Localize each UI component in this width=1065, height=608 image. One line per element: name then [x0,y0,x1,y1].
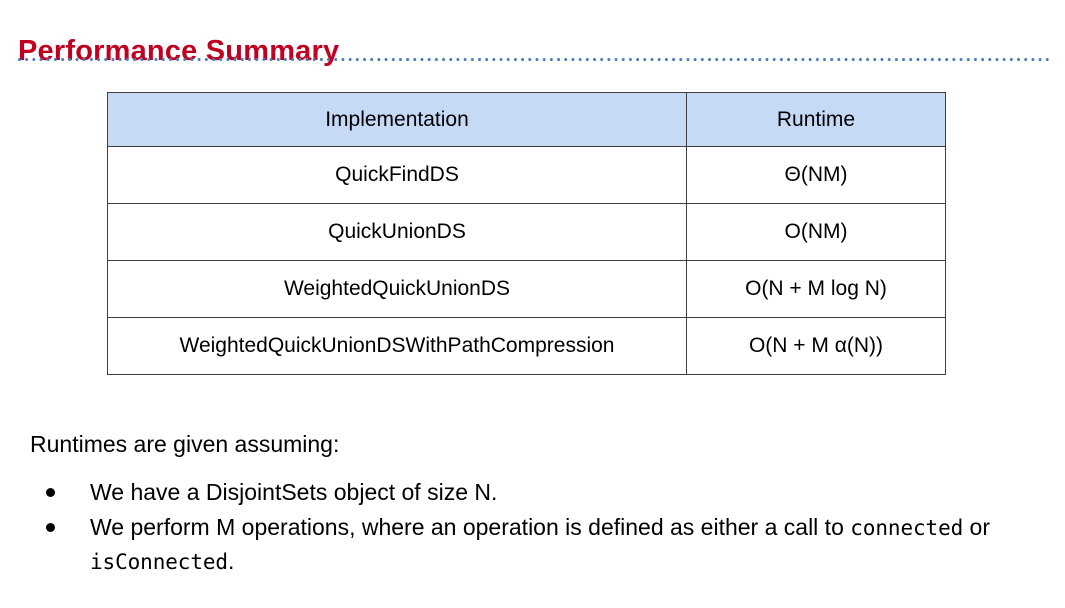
notes-bullet-list: We have a DisjointSets object of size N.… [30,476,1050,579]
list-item: We perform M operations, where an operat… [30,511,1050,579]
cell-implementation: WeightedQuickUnionDS [107,260,687,318]
column-header-runtime: Runtime [686,92,946,147]
notes-lead-text: Runtimes are given assuming: [30,431,340,457]
cell-implementation: QuickFindDS [107,146,687,204]
cell-implementation: QuickUnionDS [107,203,687,261]
column-header-implementation: Implementation [107,92,687,147]
list-item-text: We have a DisjointSets object of size N. [90,479,498,505]
cell-runtime: O(NM) [686,203,946,261]
notes-block: Runtimes are given assuming: We have a D… [30,428,1050,581]
table-header: Implementation Runtime [107,92,946,147]
title-divider [18,58,1052,61]
table-header-row: Implementation Runtime [107,92,946,147]
cell-runtime: O(N + M log N) [686,260,946,318]
code-literal: isConnected [90,550,228,574]
cell-runtime: Θ(NM) [686,146,946,204]
bullet-dot-icon [46,523,55,532]
list-item-text: We perform M operations, where an operat… [90,514,851,540]
page-title: Performance Summary [18,35,340,68]
code-literal: connected [850,516,964,540]
cell-implementation: WeightedQuickUnionDSWithPathCompression [107,317,687,375]
list-item-text: . [227,548,235,574]
list-item-text: or [963,514,990,540]
list-item: We have a DisjointSets object of size N. [30,476,1050,509]
cell-runtime: O(N + M α(N)) [686,317,946,375]
bullet-dot-icon [46,488,55,497]
